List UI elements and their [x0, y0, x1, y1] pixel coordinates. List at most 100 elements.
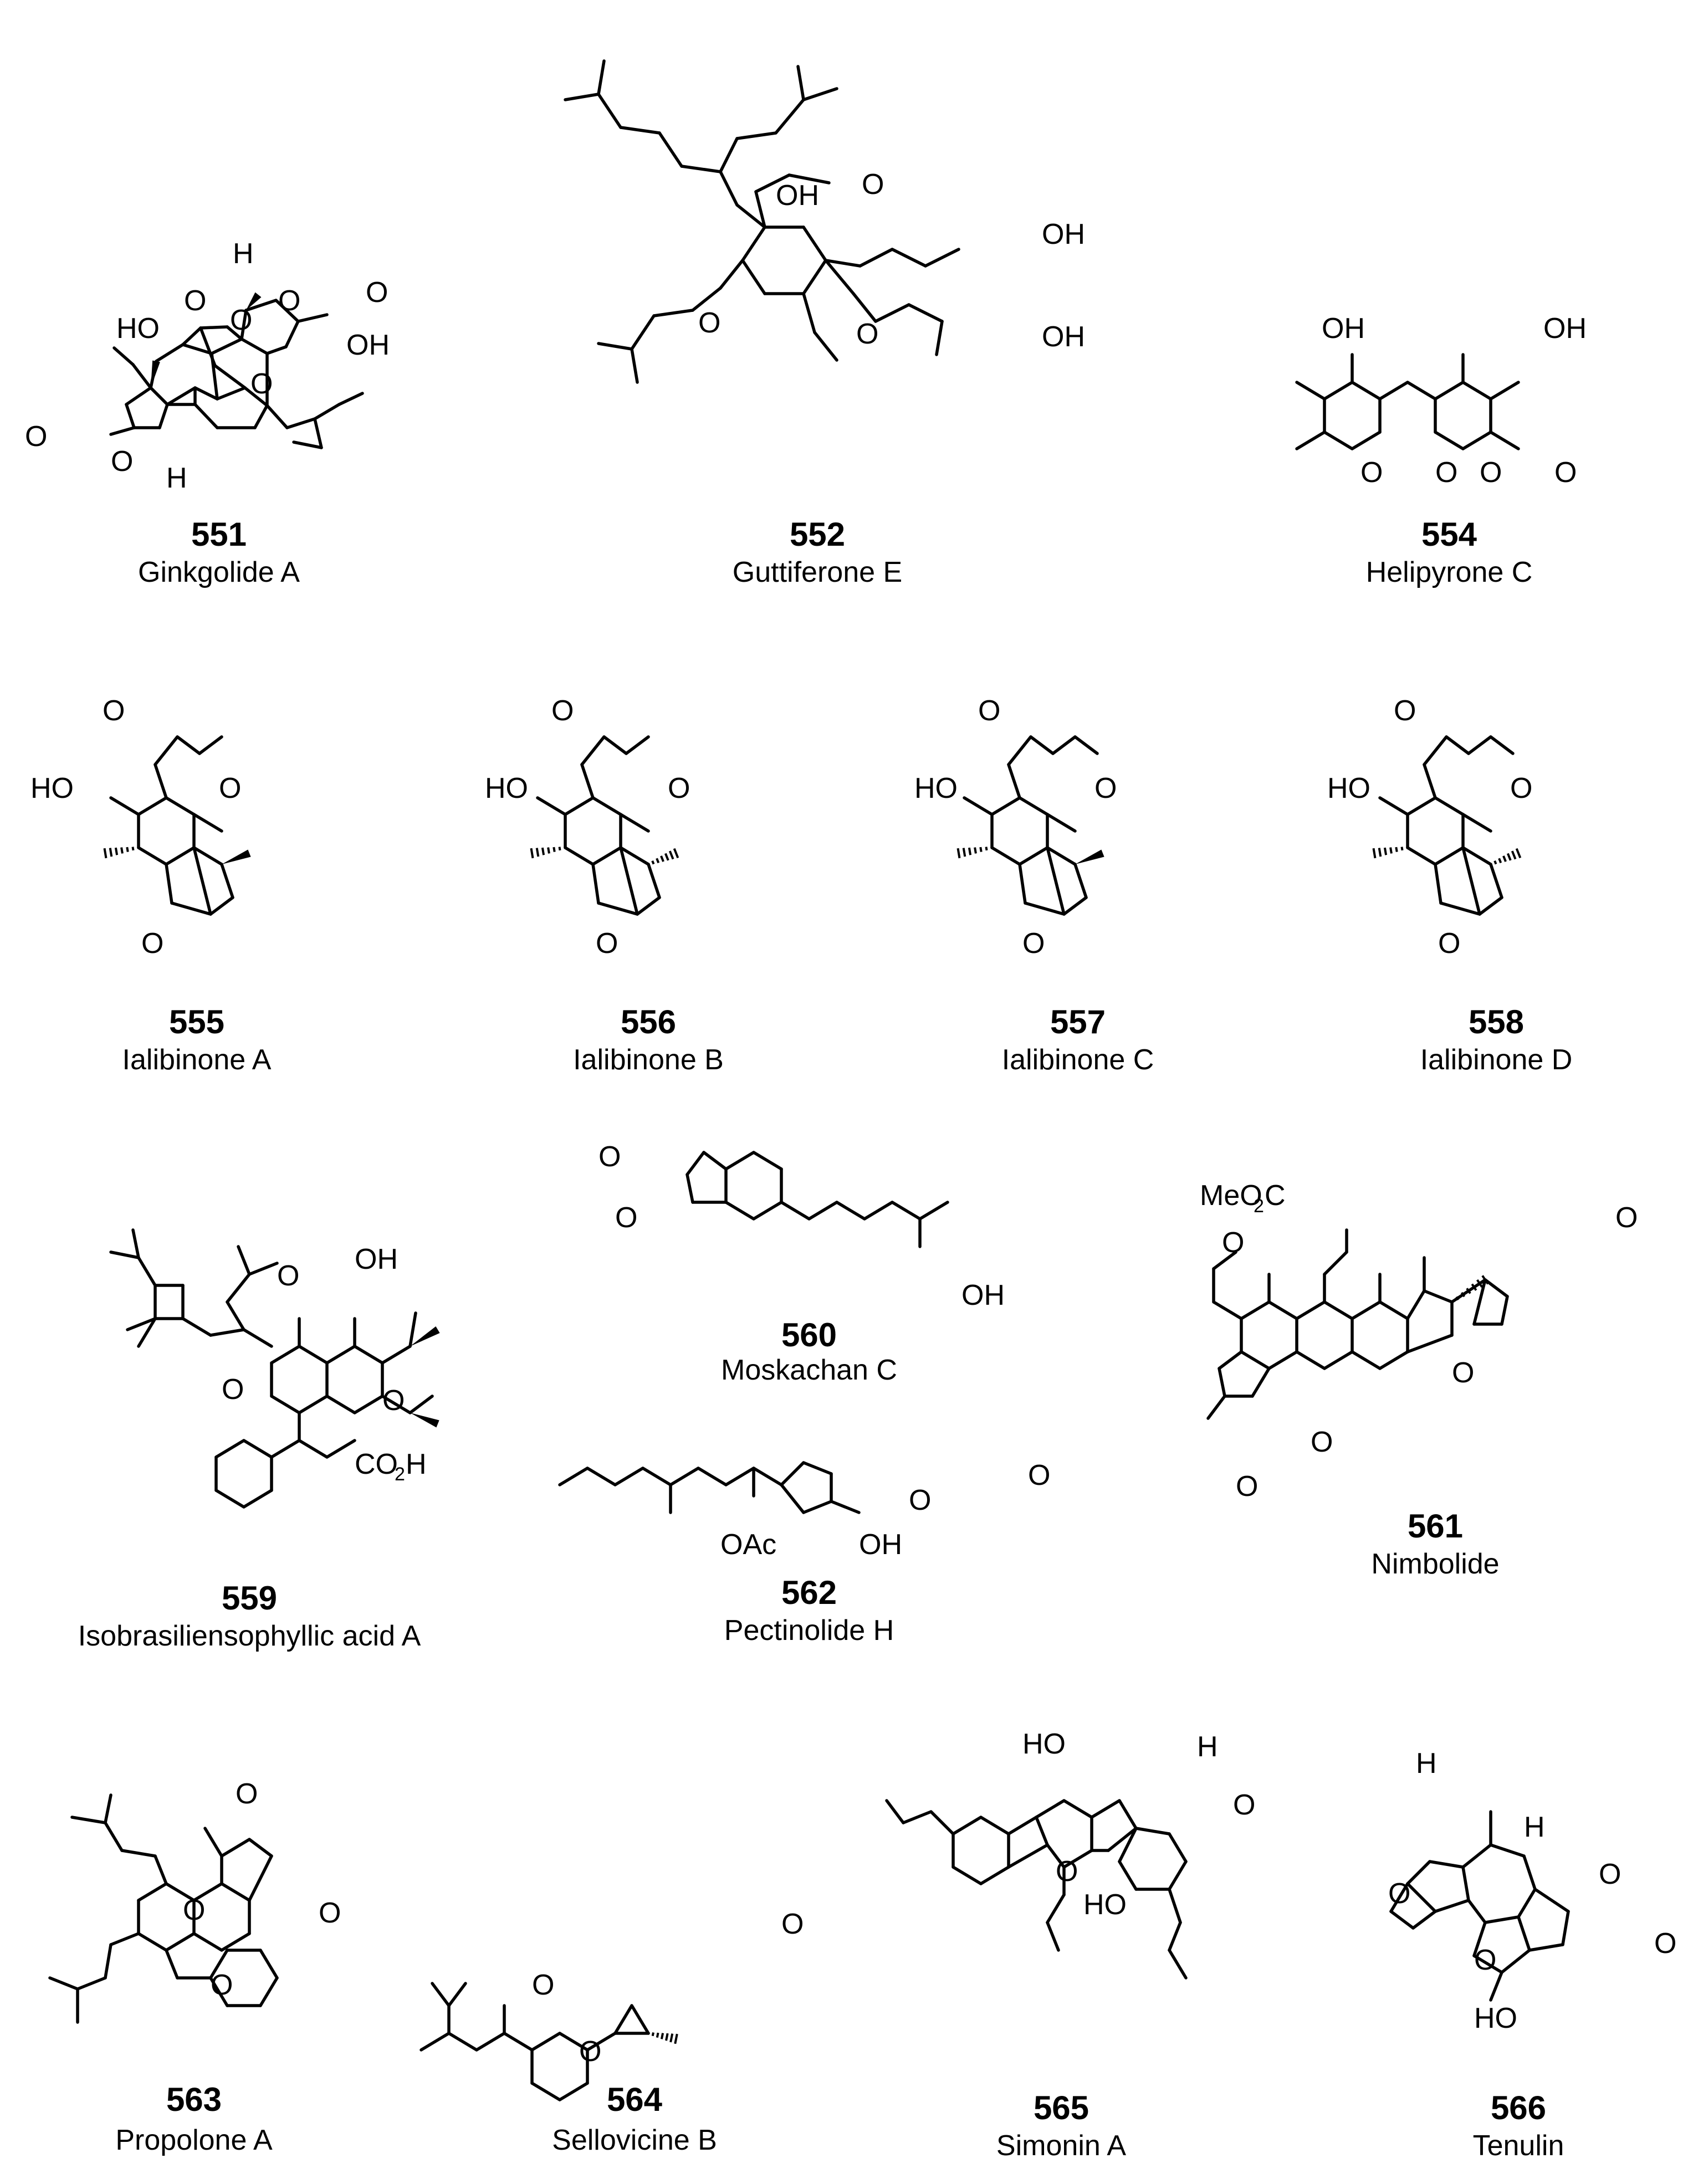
atom-label: O	[211, 1969, 233, 2001]
bond-line	[259, 1976, 279, 2007]
compound-number: 552	[790, 516, 845, 553]
bond-line	[1517, 1915, 1531, 1952]
bond-line	[165, 796, 196, 816]
bond-line	[990, 796, 1021, 816]
atom-label: C	[1265, 1180, 1286, 1212]
hashed-bond	[962, 848, 966, 857]
bond-line	[192, 1932, 223, 1952]
bond-line	[298, 1395, 329, 1414]
bond-line	[1267, 1300, 1298, 1320]
atom-label: O	[278, 285, 300, 317]
atom-label: O	[25, 421, 47, 453]
bond-line	[1461, 846, 1481, 916]
bond-line	[199, 326, 217, 367]
bond-line	[503, 2032, 534, 2052]
bond-line	[120, 1849, 157, 1858]
bond-line	[1018, 846, 1049, 866]
bond-line	[1295, 430, 1326, 450]
atom-label-subscript: 2	[1254, 1196, 1264, 1217]
bond-line	[735, 131, 777, 140]
bond-line	[1517, 1888, 1537, 1919]
bond-line	[669, 1467, 700, 1486]
bond-line	[1406, 381, 1437, 401]
bond-line	[240, 309, 248, 341]
bond-line	[1434, 381, 1465, 401]
atom-label: O	[1435, 457, 1457, 489]
bond-line	[353, 1395, 384, 1414]
atom-label: O	[382, 1385, 405, 1417]
bond-line	[154, 1854, 168, 1885]
structure-565	[885, 1799, 1188, 1980]
bond-line	[1489, 1971, 1503, 2002]
compound-number: 559	[222, 1580, 277, 1617]
bond-line	[1461, 846, 1492, 866]
bond-line	[1240, 1300, 1271, 1320]
bond-line	[630, 2004, 650, 2035]
hashed-bond	[974, 847, 977, 854]
hashed-bond	[1372, 848, 1377, 859]
compound-name: Guttiferone E	[733, 556, 902, 588]
atom-label: O	[668, 772, 690, 804]
bond-line	[125, 386, 152, 406]
molecule-551: HO O H O O O OH O O O H 551 Ginkgolide A	[25, 238, 390, 588]
hashed-bond	[1515, 848, 1522, 859]
hashed-bond	[1378, 848, 1382, 857]
bond-line	[586, 1467, 617, 1486]
compound-number: 560	[781, 1316, 837, 1354]
atom-label: O	[978, 695, 1000, 727]
hashed-bond	[1502, 855, 1507, 862]
compound-number: 561	[1408, 1508, 1463, 1545]
hashed-bond	[1400, 847, 1404, 851]
bond-line	[619, 846, 650, 866]
compound-number: 558	[1469, 1003, 1524, 1040]
structure-560	[686, 1151, 949, 1248]
structure-562	[558, 1461, 861, 1514]
molecule-564: O O O 564 Sellovicine B	[420, 1908, 804, 2156]
bond-line	[719, 137, 739, 173]
bond-line	[1406, 1334, 1454, 1354]
bond-line	[1484, 1278, 1509, 1298]
bond-line	[1134, 1827, 1171, 1836]
bond-line	[313, 403, 341, 421]
bond-line	[226, 1300, 245, 1331]
bond-line	[625, 735, 650, 755]
bond-line	[1445, 735, 1470, 755]
bond-line	[807, 1201, 838, 1221]
bond-line	[1461, 430, 1492, 450]
structure-557	[956, 735, 1104, 916]
hashed-bond	[660, 2033, 664, 2039]
bond-line	[1423, 763, 1437, 799]
wedge-bond	[1075, 849, 1104, 864]
bond-line	[248, 1262, 279, 1276]
bond-line	[1434, 1899, 1470, 1913]
bond-line	[796, 65, 805, 101]
atom-label: O	[1474, 1944, 1496, 1976]
bond-line	[270, 1439, 301, 1459]
bond-line	[1378, 1350, 1409, 1370]
molecule-557: O HO O O 557 Ialibinone C	[914, 695, 1154, 1076]
bond-line	[137, 1317, 157, 1348]
atom-label: O	[277, 1260, 299, 1292]
hashed-bond	[956, 848, 961, 859]
compound-number: 565	[1034, 2089, 1089, 2126]
bond-line	[226, 325, 243, 341]
bond-line	[636, 896, 661, 916]
molecule-565: HO H O O HO 565 Simonin A	[885, 1728, 1255, 2162]
bond-line	[1323, 1350, 1354, 1370]
bond-line	[619, 813, 650, 833]
bond-line	[154, 735, 179, 766]
atom-label: O	[1056, 1855, 1078, 1888]
bond-line	[176, 735, 201, 755]
bond-line	[858, 248, 894, 268]
bond-line	[192, 846, 212, 916]
atom-label: O	[781, 1908, 804, 1940]
hashed-bond	[1455, 1296, 1460, 1301]
atom-label: O	[698, 307, 720, 339]
bond-line	[112, 346, 135, 366]
bond-line	[408, 1311, 417, 1348]
molecule-558: O HO O O 558 Ialibinone D	[1327, 695, 1572, 1076]
bond-line	[580, 763, 595, 799]
bond-line	[192, 813, 223, 833]
bond-line	[1118, 1799, 1138, 1830]
bond-line	[1035, 1799, 1066, 1819]
